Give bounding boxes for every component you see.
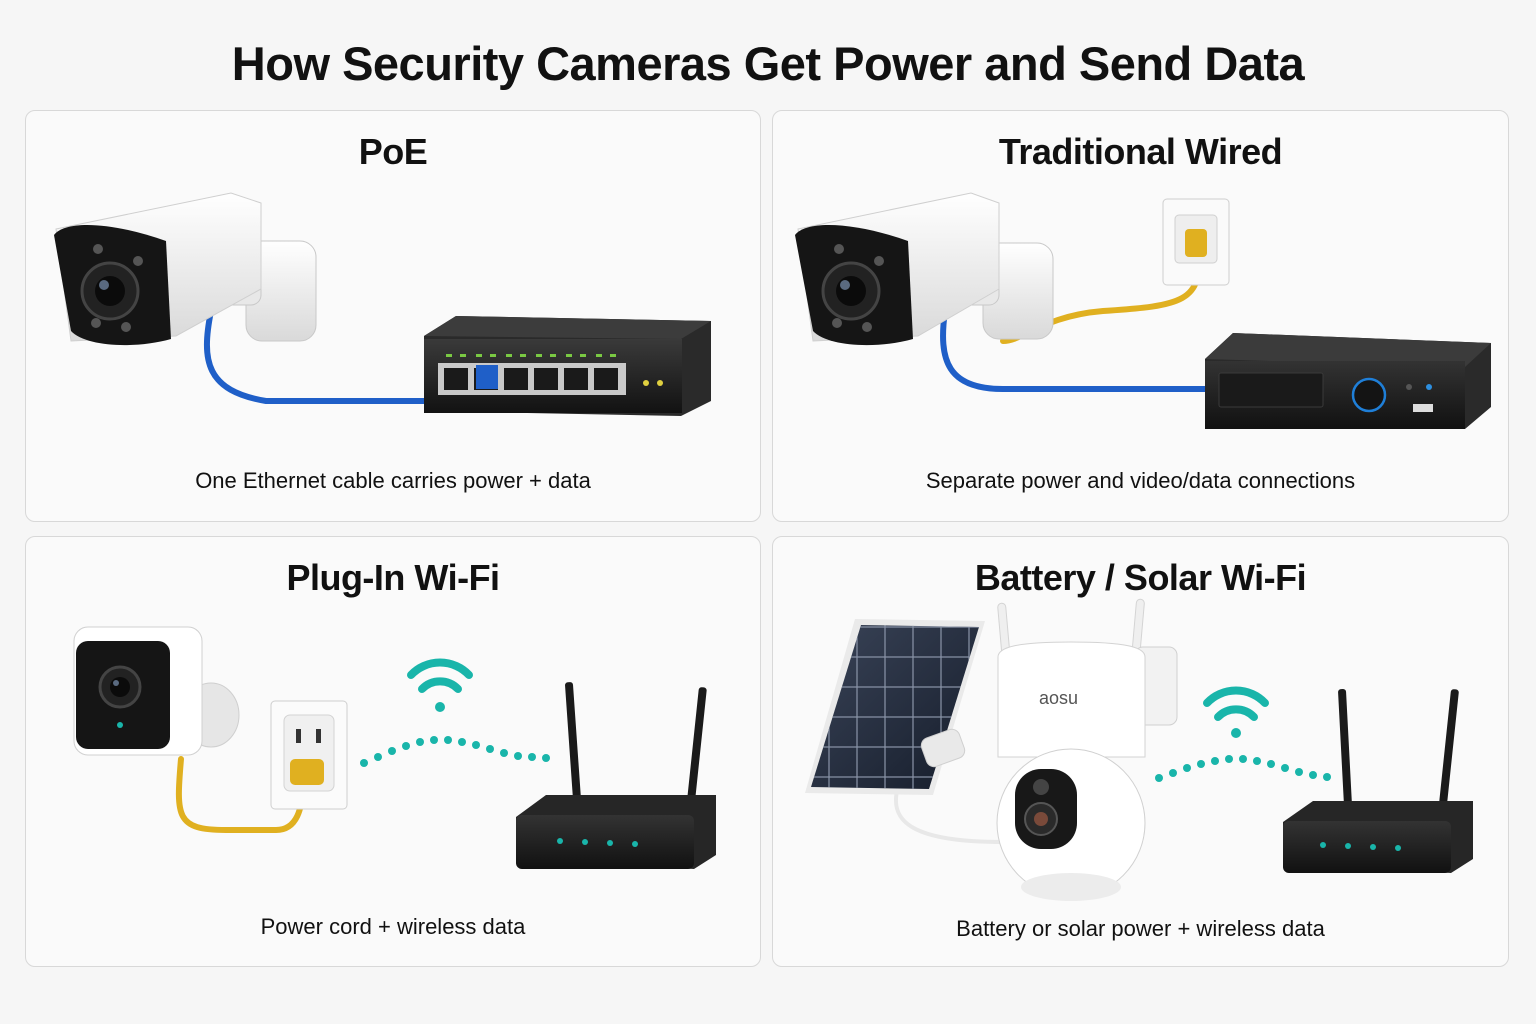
panel-plug-in-wifi: Plug-In Wi-Fi — [25, 536, 761, 967]
panel-heading-poe: PoE — [358, 131, 428, 172]
poe-switch-icon — [424, 316, 711, 416]
caption-traditional-wired: Separate power and video/data connection… — [925, 468, 1356, 493]
caption-plug-in-wifi: Power cord + wireless data — [260, 914, 526, 939]
solar-cable — [893, 786, 1004, 844]
wifi-signal-icon — [407, 658, 473, 712]
poe-illustration — [54, 192, 711, 416]
wall-outlet-icon — [270, 700, 348, 810]
ptz-camera-icon: aosu — [996, 598, 1178, 901]
wifi-dots — [360, 736, 550, 767]
brand-logo-text: aosu — [1039, 688, 1078, 708]
panel-heading-battery-solar-wifi: Battery / Solar Wi-Fi — [974, 557, 1307, 598]
caption-battery-solar-wifi: Battery or solar power + wireless data — [956, 916, 1325, 941]
nvr-recorder-icon — [1205, 333, 1491, 429]
wifi-router-icon — [1283, 689, 1473, 873]
panel-heading-plug-in-wifi: Plug-In Wi-Fi — [286, 557, 500, 598]
caption-poe: One Ethernet cable carries power + data — [195, 468, 591, 493]
page-title: How Security Cameras Get Power and Send … — [231, 37, 1305, 90]
traditional-wired-illustration — [795, 192, 1491, 429]
plug-in-wifi-illustration — [73, 626, 716, 869]
solar-panel-icon — [805, 619, 985, 795]
wifi-router-icon — [516, 682, 716, 869]
panel-traditional-wired: Traditional Wired — [772, 110, 1509, 522]
panel-heading-traditional-wired: Traditional Wired — [998, 131, 1283, 172]
bullet-camera-icon — [54, 192, 317, 346]
wifi-dots — [1155, 755, 1331, 782]
battery-solar-wifi-illustration: aosu — [805, 598, 1473, 901]
wall-outlet-icon — [1162, 198, 1230, 286]
wifi-signal-icon — [1203, 686, 1269, 738]
cube-camera-icon — [73, 626, 240, 756]
data-cable — [940, 308, 1216, 392]
bullet-camera-icon — [795, 192, 1054, 346]
panel-poe: PoE — [25, 110, 761, 522]
panel-battery-solar-wifi: Battery / Solar Wi-Fi — [772, 536, 1509, 967]
